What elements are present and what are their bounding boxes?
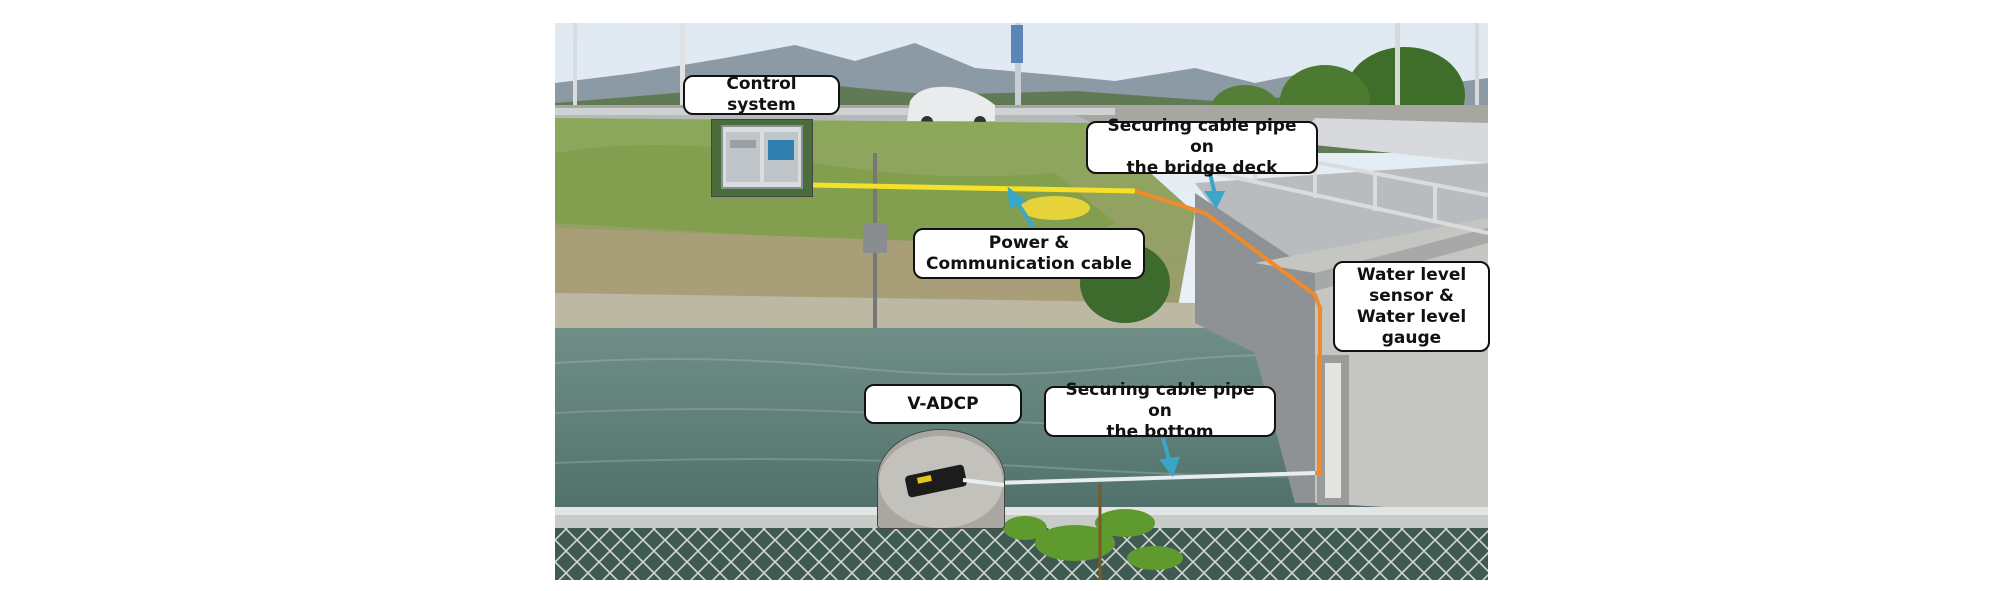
scene-illustration [555, 23, 1488, 580]
bottom-cable-pipe-line [994, 471, 1316, 485]
control-system-label: Control system [683, 74, 840, 115]
bridge-deck-cable-pipe-label: Securing cable pipe on the bridge deck [1086, 116, 1318, 178]
bottom-pipe-pointer-arrow [1159, 437, 1180, 478]
bridge-deck-pointer-arrow [1204, 172, 1226, 209]
power-cable-pointer-arrow [1007, 186, 1037, 232]
water-level-sensor-gauge-label: Water level sensor & Water level gauge [1333, 261, 1490, 352]
bridge-deck-cable-pipe-line [1134, 189, 1322, 475]
power-communication-cable-line [809, 182, 1136, 194]
bottom-cable-pipe-label: Securing cable pipe on the bottom [1044, 380, 1276, 442]
control-system-inset-photo [711, 119, 813, 197]
field-photo [555, 23, 1488, 580]
power-communication-cable-label: Power & Communication cable [913, 228, 1145, 279]
vadcp-inset-photo [877, 429, 1005, 529]
vadcp-label: V-ADCP [864, 384, 1022, 424]
